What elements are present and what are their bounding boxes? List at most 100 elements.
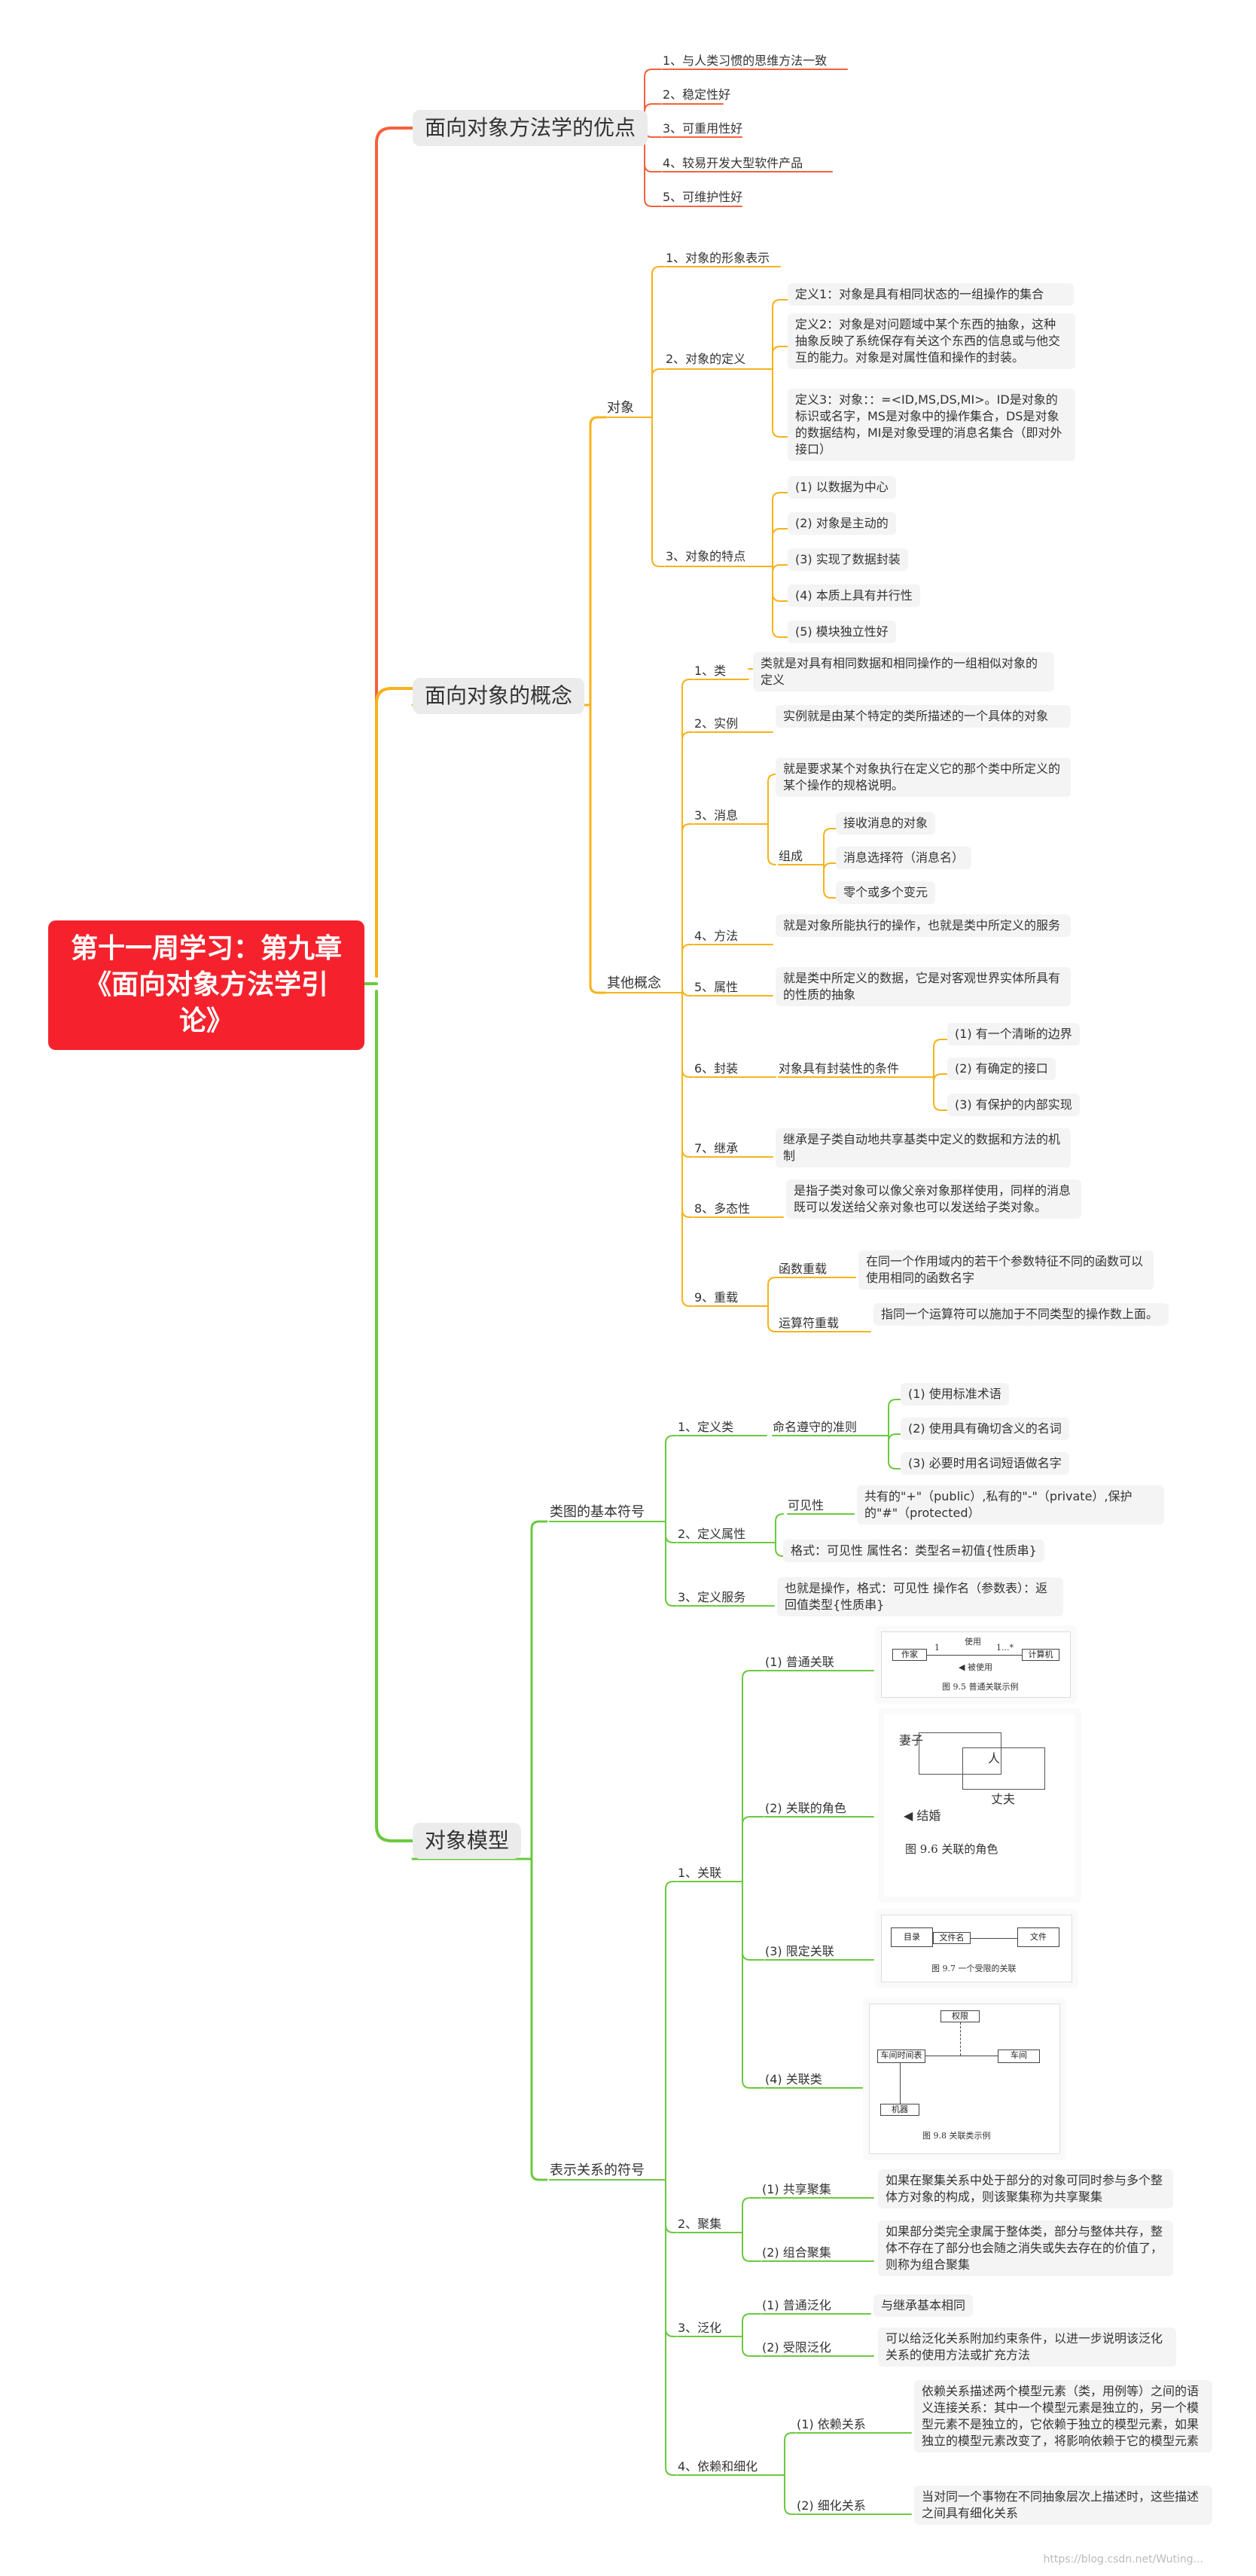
advantage-item: 4、较易开发大型软件产品	[663, 156, 803, 170]
watermark: https://blog.csdn.net/Wuting...	[1043, 2553, 1203, 2565]
connector-line	[823, 890, 837, 899]
restricted-generalization-desc: 可以给泛化关系附加约束条件，以进一步说明该泛化关系的使用方法或扩充方法	[878, 2327, 1176, 2367]
feature-item: (5) 模块独立性好	[788, 621, 896, 643]
connector-line	[644, 103, 662, 112]
message-desc: 就是要求某个对象执行在定义它的那个类中所定义的某个操作的规格说明。	[776, 758, 1071, 797]
attribute-format: 格式：可见性 属性名：类型名=初值{性质串}	[783, 1540, 1044, 1562]
object-representation: 1、对象的形象表示	[666, 251, 770, 265]
concept-instance: 2、实例	[694, 716, 739, 731]
connector-line	[767, 1323, 779, 1332]
connector-line	[681, 1069, 694, 1078]
advantage-item: 3、可重用性好	[663, 121, 743, 136]
assoc-class: (4) 关联类	[765, 2072, 822, 2086]
connector-line	[375, 687, 414, 978]
define-class: 1、定义类	[678, 1420, 734, 1434]
connector-line	[742, 1816, 764, 1825]
fig-box: 权限	[940, 2010, 980, 2022]
connector-line	[375, 127, 414, 978]
connector-line	[742, 2197, 761, 2206]
connector-line	[888, 1460, 901, 1470]
feature-item: (3) 实现了数据封装	[788, 548, 908, 571]
connector-line	[589, 984, 607, 994]
connector-line	[775, 1513, 784, 1522]
composite-aggregation: (2) 组合聚集	[762, 2245, 831, 2260]
connector-line	[681, 823, 694, 832]
definition-3: 定义3：对象：：=<ID,MS,DS,MI>。ID是对象的标识或名字，MS是对象…	[788, 389, 1075, 461]
dependency-desc: 依赖关系描述两个模型元素（类，用例等）之间的语义连接关系：其中一个模型元素是独立…	[914, 2380, 1212, 2452]
naming-rule: (2) 使用具有确切含义的名词	[901, 1418, 1069, 1440]
naming-rules: 命名遵守的准则	[773, 1420, 858, 1434]
connector-line	[772, 629, 788, 638]
function-overload-desc: 在同一个作用域内的若干个参数特征不同的函数可以使用相同的函数名字	[858, 1250, 1154, 1290]
connector-line	[681, 1209, 694, 1218]
connector-line	[681, 679, 694, 688]
connector-line	[772, 346, 788, 355]
connector-line	[742, 1952, 764, 1961]
operator-overload-desc: 指同一个运算符可以施加于不同类型的操作数上面。	[873, 1303, 1169, 1326]
figure-association-class: 权限 车间时间表 车间 机器 图 9.8 关联类示例	[863, 1998, 1066, 2160]
assoc-normal: (1) 普通关联	[765, 1655, 834, 1669]
branch-advantages[interactable]: 面向对象方法学的优点	[413, 110, 648, 146]
connector-line	[651, 368, 665, 377]
connector-line	[772, 528, 788, 537]
connector-line	[742, 2253, 761, 2262]
assoc-qualified: (3) 限定关联	[765, 1944, 834, 1958]
connector-line	[665, 1881, 677, 1890]
normal-generalization: (1) 普通泛化	[762, 2298, 831, 2312]
concept-others[interactable]: 其他概念	[607, 975, 661, 991]
composite-aggregation-desc: 如果部分类完全隶属于整体类，部分与整体共存，整体不存在了部分也会随之消失或失去存…	[878, 2220, 1173, 2276]
branch-concepts[interactable]: 面向对象的概念	[413, 678, 585, 714]
connector-line	[933, 1039, 948, 1048]
definition-1: 定义1：对象是具有相同状态的一组操作的集合	[788, 283, 1074, 306]
figure-normal-association: 作家 计算机 使用 1 1...* ◀ 被使用 图 9.5 普通关联示例	[875, 1625, 1077, 1704]
advantage-item: 2、稳定性好	[663, 87, 731, 102]
fig-box: 作家	[892, 1649, 927, 1661]
branch-object-model[interactable]: 对象模型	[413, 1823, 522, 1859]
fig-box: 计算机	[1022, 1649, 1059, 1661]
concept-method: 4、方法	[694, 929, 739, 943]
figure-qualified-association: 目录 文件名 文件 图 9.7 一个受限的关联	[875, 1909, 1078, 1988]
connector-line	[888, 1399, 901, 1408]
function-overload: 函数重载	[779, 1262, 828, 1276]
concept-object[interactable]: 对象	[607, 400, 634, 416]
feature-item: (4) 本质上具有并行性	[788, 584, 920, 607]
connector-line	[784, 2506, 796, 2515]
shared-aggregation: (1) 共享聚集	[762, 2182, 831, 2196]
concept-polymorphism: 8、多态性	[694, 1201, 751, 1216]
visibility-desc: 共有的"+"（public）,私有的"-"（private）,保护的"#"（pr…	[857, 1485, 1164, 1525]
naming-rule: (3) 必要时用名词短语做名字	[901, 1452, 1069, 1475]
connector-line	[933, 1073, 948, 1082]
connector-line	[772, 429, 788, 438]
service-desc: 也就是操作，格式：可见性 操作名（参数表）：返回值类型{性质串}	[777, 1577, 1063, 1616]
advantage-item: 1、与人类习惯的思维方法一致	[663, 53, 828, 68]
connector-line	[933, 1102, 948, 1111]
polymorphism-desc: 是指子类对象可以像父亲对象那样使用，同样的消息既可以发送给父亲对象也可以发送给子…	[786, 1180, 1081, 1219]
define-attribute: 2、定义属性	[678, 1527, 746, 1541]
object-features: 3、对象的特点	[666, 549, 746, 563]
class-diagram-basics[interactable]: 类图的基本符号	[550, 1504, 645, 1520]
connector-line	[681, 731, 694, 740]
message-part: 消息选择符（消息名）	[836, 847, 972, 869]
connector-line	[823, 862, 837, 871]
connector-line	[742, 2348, 761, 2357]
advantage-item: 5、可维护性好	[663, 190, 743, 204]
connector-line	[665, 1598, 677, 1607]
shared-aggregation-desc: 如果在聚集关系中处于部分的对象可同时参与多个整体方对象的构成，则该聚集称为共享聚…	[878, 2169, 1173, 2208]
fig-box: 目录	[891, 1927, 933, 1947]
connector-line	[767, 856, 776, 865]
aggregation: 2、聚集	[678, 2217, 722, 2231]
naming-rule: (1) 使用标准术语	[901, 1383, 1009, 1406]
relationship-symbols[interactable]: 表示关系的符号	[550, 2162, 645, 2178]
encapsulation-cond: 对象具有封装性的条件	[779, 1061, 900, 1076]
operator-overload: 运算符重载	[779, 1316, 840, 1330]
connector-line	[681, 1298, 694, 1307]
refinement: (2) 细化关系	[797, 2498, 866, 2513]
connector-line	[665, 1435, 677, 1444]
connector-line	[775, 1548, 784, 1557]
connector-line	[665, 2467, 677, 2476]
encapsulation-item: (1) 有一个清晰的边界	[947, 1023, 1080, 1045]
connector-line	[665, 2224, 677, 2233]
fig-box: 文件名	[933, 1932, 971, 1944]
connector-line	[767, 1277, 779, 1286]
